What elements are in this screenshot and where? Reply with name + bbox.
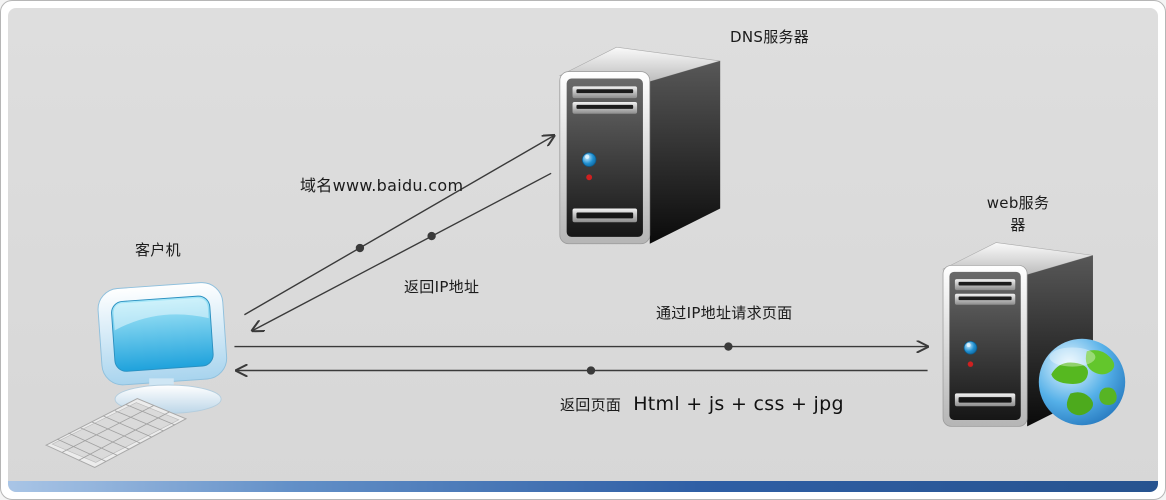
web-server-label-line2: 器 [1010,215,1026,234]
connector-dot [427,231,436,241]
led-indicator-icon [586,174,593,181]
connector-dot [586,366,596,375]
monitor-screen [111,295,214,372]
edge-label-return-page-detail: Html + js + css + jpg [633,393,844,415]
arrow-return-ip [252,172,552,330]
power-button-icon [581,152,597,167]
edge-label-return-page-zh: 返回页面 [560,396,622,414]
arrow-domain-query [244,135,554,316]
client-monitor-icon [97,282,228,414]
bottom-accent-bar [8,481,1158,492]
edge-label-return-ip: 返回IP地址 [404,278,480,296]
connector-dot [355,243,365,253]
server-front-panel [566,78,643,237]
dns-server-label: DNS服务器 [730,28,810,46]
edge-label-domain-query: 域名www.baidu.com [300,176,464,195]
server-front-panel [949,271,1021,420]
power-button-icon [963,340,978,355]
web-server-label: web服务器 [966,193,1070,237]
led-indicator-icon [967,361,974,367]
globe-icon [1038,338,1126,426]
dns-server-tower-icon [558,46,721,245]
diagram-canvas: DNS服务器 web服务器 客户机 域名www.baidu.com 返回IP地址… [8,8,1158,492]
monitor-stand [149,378,174,390]
web-server-label-line1: web服务 [986,194,1050,212]
edge-label-request-page: 通过IP地址请求页面 [656,304,793,322]
connector-dot [724,342,733,351]
edge-label-return-page: 返回页面 Html + js + css + jpg [560,393,844,415]
client-label: 客户机 [135,241,181,259]
keyboard-icon [44,397,188,469]
server-side-face [649,60,721,244]
